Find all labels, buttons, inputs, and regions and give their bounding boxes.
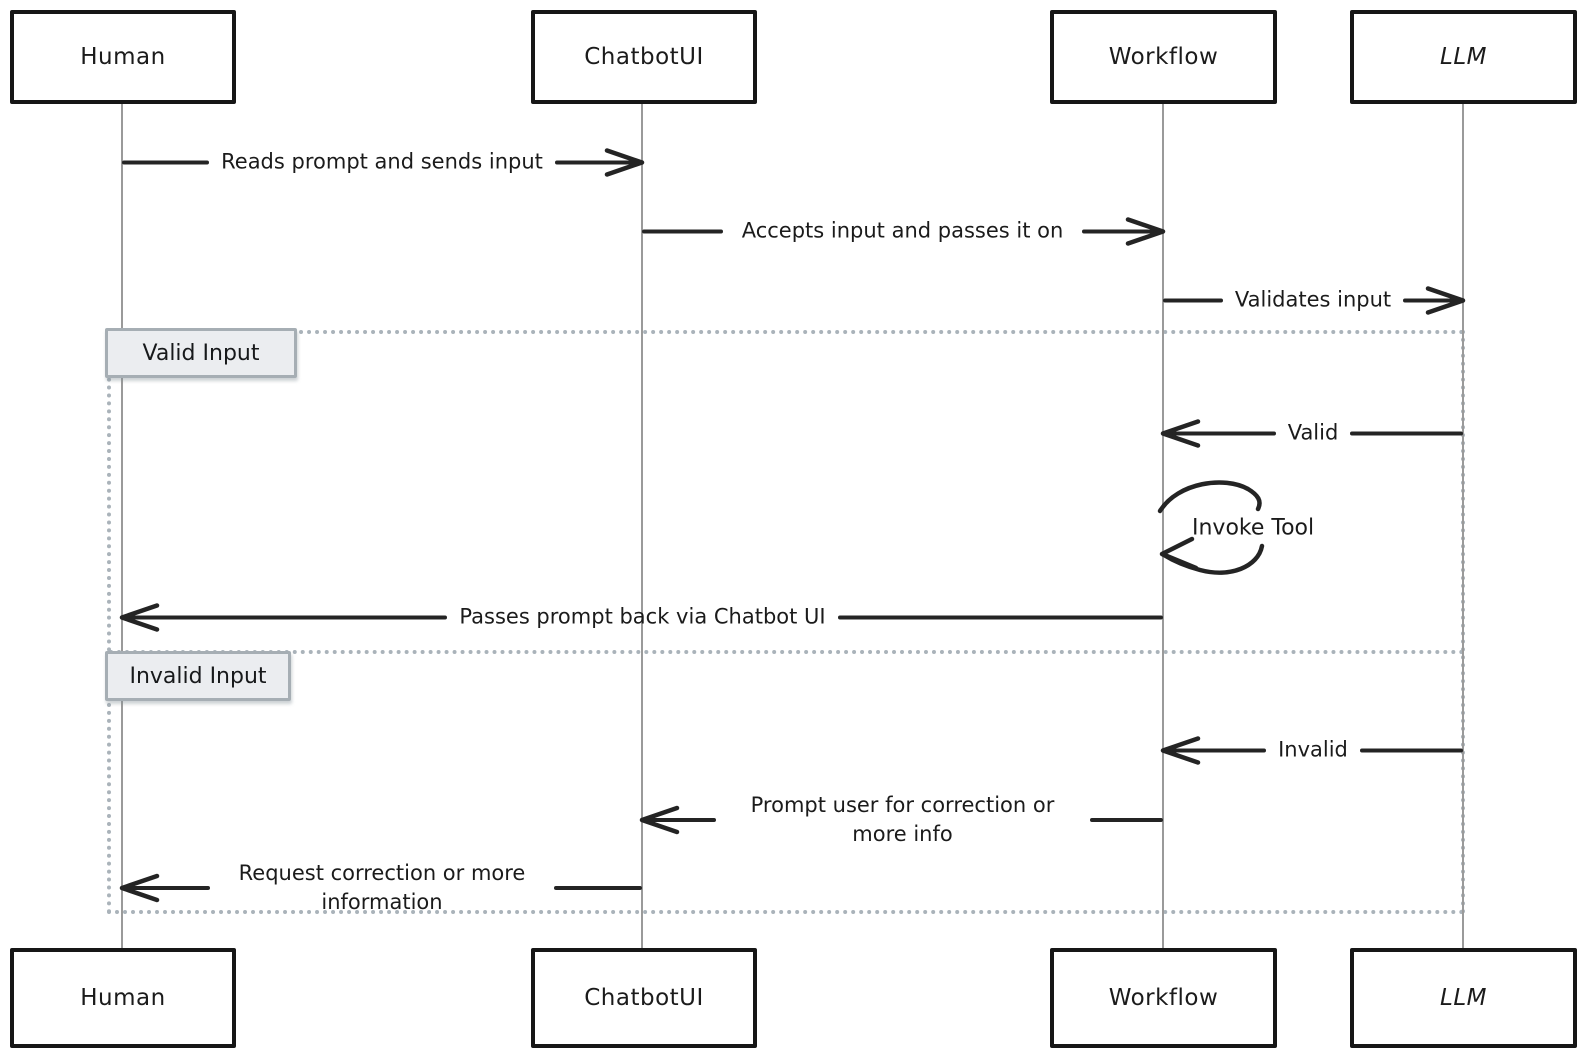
actor-label: LLM bbox=[1440, 985, 1487, 1011]
message-label: Invalid bbox=[1278, 737, 1348, 762]
message-label: Reads prompt and sends input bbox=[221, 149, 543, 174]
actor-label: Workflow bbox=[1108, 44, 1219, 70]
message-line bbox=[837, 615, 1164, 619]
actor-label: LLM bbox=[1440, 44, 1487, 70]
message-label: Accepts input and passes it on bbox=[741, 218, 1064, 243]
message-accepts-input: Accepts input and passes it on bbox=[642, 216, 1166, 246]
message-validates-input: Validates input bbox=[1163, 285, 1466, 315]
message-line bbox=[642, 229, 723, 233]
actor-box-chatbotui-bottom: ChatbotUI bbox=[531, 948, 757, 1048]
lifeline-chatbotui bbox=[641, 103, 643, 948]
section-label-valid-input: Valid Input bbox=[105, 328, 297, 378]
alt-frame-divider bbox=[109, 650, 1465, 654]
message-reads-prompt: Reads prompt and sends input bbox=[122, 147, 645, 177]
message-label: Validates input bbox=[1234, 287, 1392, 312]
message-label: Valid bbox=[1287, 420, 1339, 445]
message-line bbox=[1082, 229, 1163, 233]
actor-label: ChatbotUI bbox=[584, 985, 704, 1011]
message-line bbox=[122, 615, 448, 619]
section-label-invalid-input: Invalid Input bbox=[105, 651, 291, 701]
arrowhead-right-icon bbox=[1125, 216, 1166, 246]
arrowhead-left-icon bbox=[1160, 418, 1201, 448]
self-loop-label: Invoke Tool bbox=[1192, 515, 1315, 541]
arrowhead-left-icon bbox=[119, 602, 160, 632]
message-line bbox=[122, 160, 210, 164]
section-label-text: Invalid Input bbox=[129, 663, 267, 689]
message-valid: Valid bbox=[1160, 418, 1464, 448]
message-line bbox=[1089, 818, 1163, 822]
actor-box-llm-top: LLM bbox=[1350, 10, 1577, 104]
actor-box-workflow-bottom: Workflow bbox=[1050, 948, 1277, 1048]
actor-label: Workflow bbox=[1108, 985, 1219, 1011]
message-line bbox=[554, 160, 642, 164]
actor-label: Human bbox=[80, 44, 166, 70]
lifeline-llm bbox=[1462, 103, 1464, 948]
message-line bbox=[642, 818, 716, 822]
message-request-correction: Request correction or more information bbox=[119, 859, 642, 917]
arrowhead-right-icon bbox=[1425, 285, 1466, 315]
actor-box-llm-bottom: LLM bbox=[1350, 948, 1577, 1048]
lifeline-workflow bbox=[1162, 103, 1164, 948]
actor-box-chatbotui-top: ChatbotUI bbox=[531, 10, 757, 104]
message-line bbox=[1350, 431, 1464, 435]
message-line bbox=[1359, 748, 1463, 752]
message-invalid: Invalid bbox=[1160, 735, 1463, 765]
message-line bbox=[1163, 431, 1276, 435]
message-line bbox=[1163, 748, 1267, 752]
actor-box-workflow-top: Workflow bbox=[1050, 10, 1277, 104]
message-line bbox=[122, 886, 210, 890]
self-loop-arrow bbox=[1157, 480, 1265, 575]
message-label: Prompt user for correction or more info bbox=[750, 793, 1055, 846]
message-label: Request correction or more information bbox=[238, 861, 526, 914]
arrowhead-left-icon bbox=[1160, 735, 1201, 765]
message-line bbox=[554, 886, 642, 890]
arrowhead-right-icon bbox=[604, 147, 645, 177]
arrowhead-left-icon bbox=[119, 873, 160, 903]
message-line bbox=[1163, 298, 1223, 302]
message-passes-prompt-back: Passes prompt back via Chatbot UI bbox=[119, 602, 1164, 632]
message-label: Passes prompt back via Chatbot UI bbox=[459, 604, 826, 629]
message-prompt-user-correction: Prompt user for correction or more info bbox=[639, 791, 1163, 849]
section-label-text: Valid Input bbox=[142, 340, 260, 366]
lifeline-human bbox=[121, 103, 123, 948]
actor-label: Human bbox=[80, 985, 166, 1011]
arrowhead-left-icon bbox=[639, 805, 680, 835]
actor-label: ChatbotUI bbox=[584, 44, 704, 70]
actor-box-human-bottom: Human bbox=[10, 948, 236, 1048]
actor-box-human-top: Human bbox=[10, 10, 236, 104]
message-line bbox=[1403, 298, 1464, 302]
